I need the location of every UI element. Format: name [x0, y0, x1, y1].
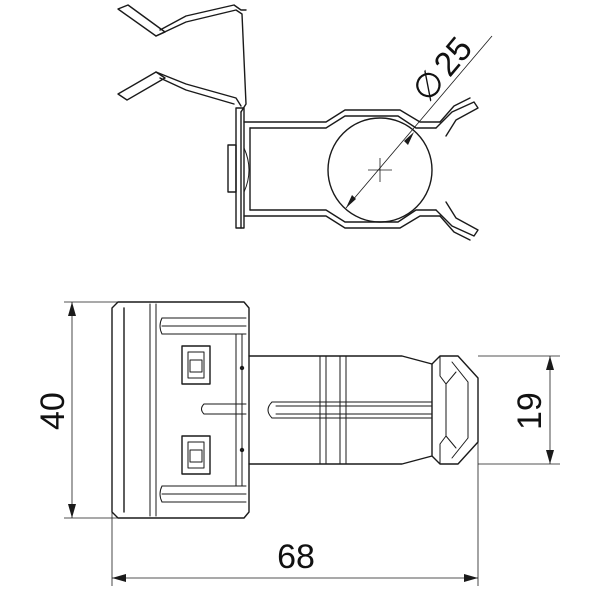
- side-jaw: [431, 355, 479, 465]
- side-view: 40 19 68: [34, 301, 560, 586]
- holder-body: [243, 97, 479, 241]
- height-dimension: 40: [34, 301, 118, 519]
- side-shaft: [248, 355, 433, 465]
- side-left-block: [111, 301, 250, 519]
- pipe-circle: [327, 117, 433, 223]
- diameter-label: ∅25: [405, 30, 480, 109]
- window-upper: [181, 345, 211, 385]
- height-label: 40: [34, 392, 72, 430]
- back-plate: [227, 107, 250, 229]
- center-mark: [368, 158, 392, 182]
- width-label: 68: [277, 538, 315, 576]
- top-view: ∅25: [117, 4, 493, 241]
- opening-label: 19: [511, 392, 549, 430]
- top-clip-arms: [117, 4, 247, 113]
- window-lower: [181, 435, 211, 475]
- width-dimension: 68: [111, 442, 479, 586]
- opening-dimension: 19: [478, 355, 560, 465]
